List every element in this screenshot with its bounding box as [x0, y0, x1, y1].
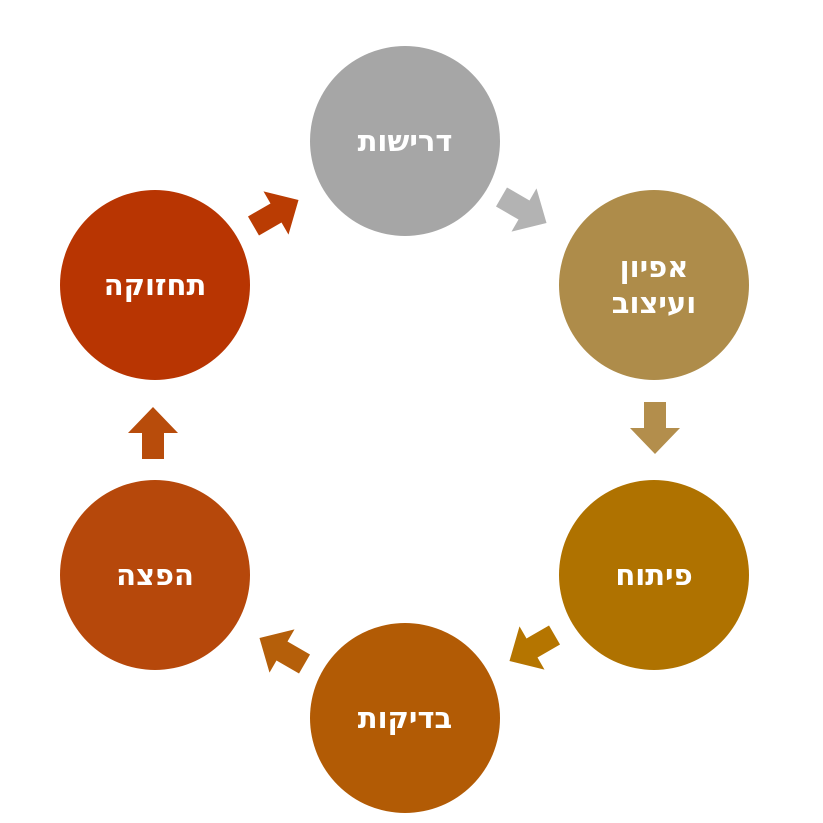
- stage-development: פיתוח: [559, 480, 749, 670]
- stage-deployment-label: הפצה: [116, 558, 194, 592]
- stage-requirements: דרישות: [310, 46, 500, 236]
- stage-development-label: פיתוח: [615, 558, 693, 592]
- stage-maintenance: תחזוקה: [60, 190, 250, 380]
- stage-design: אפיון ועיצוב: [559, 190, 749, 380]
- arrow-development-to-testing-icon: [509, 625, 561, 670]
- stage-requirements-label: דרישות: [357, 124, 453, 158]
- arrow-design-to-development-icon: [630, 402, 680, 454]
- stage-design-label: אפיון ועיצוב: [611, 250, 697, 320]
- arrow-testing-to-deployment-icon: [259, 629, 311, 674]
- stage-testing: בדיקות: [310, 623, 500, 813]
- stage-testing-label: בדיקות: [357, 701, 453, 735]
- stage-deployment: הפצה: [60, 480, 250, 670]
- arrow-maintenance-to-requirements-icon: [247, 191, 299, 236]
- arrow-deployment-to-maintenance-icon: [128, 407, 178, 459]
- stage-maintenance-label: תחזוקה: [103, 268, 207, 302]
- arrow-requirements-to-design-icon: [495, 187, 547, 232]
